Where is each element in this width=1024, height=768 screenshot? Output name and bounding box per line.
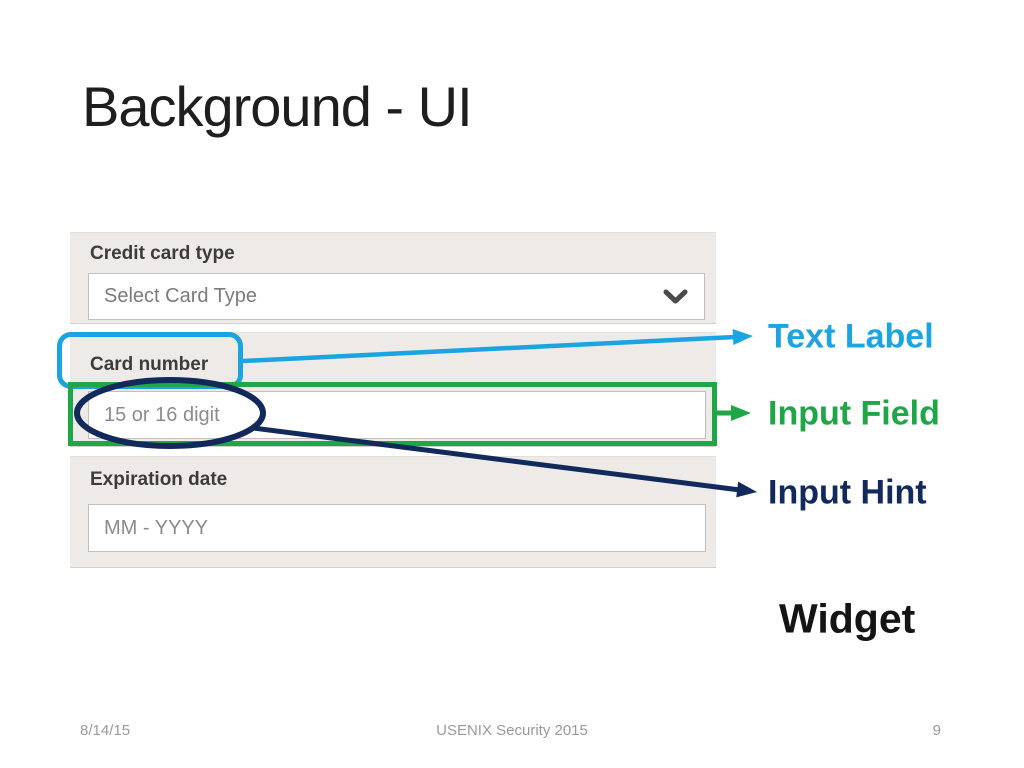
expiration-date-section: Expiration date xyxy=(70,456,716,568)
credit-card-type-section: Credit card type Select Card Type xyxy=(70,232,716,324)
card-number-input[interactable] xyxy=(88,391,706,439)
expiration-date-label: Expiration date xyxy=(90,469,228,490)
text-label-annotation: Text Label xyxy=(768,317,934,356)
card-number-section: Card number xyxy=(70,332,716,447)
input-field-arrowhead xyxy=(731,405,751,421)
input-hint-arrowhead xyxy=(736,481,757,498)
card-type-select-value: Select Card Type xyxy=(104,285,258,307)
text-label-arrowhead xyxy=(732,329,753,345)
input-hint-annotation: Input Hint xyxy=(768,473,927,512)
card-type-select[interactable]: Select Card Type xyxy=(88,273,705,320)
footer-venue: USENIX Security 2015 xyxy=(436,722,588,739)
widget-annotation: Widget xyxy=(779,595,916,642)
chevron-down-icon xyxy=(663,289,688,304)
footer-page-number: 9 xyxy=(932,722,941,739)
input-field-annotation: Input Field xyxy=(768,394,940,433)
credit-card-type-label: Credit card type xyxy=(90,243,235,264)
footer-date: 8/14/15 xyxy=(80,722,131,739)
expiration-date-input[interactable] xyxy=(88,504,706,552)
card-number-label: Card number xyxy=(90,354,209,375)
page-title: Background - UI xyxy=(82,75,473,138)
